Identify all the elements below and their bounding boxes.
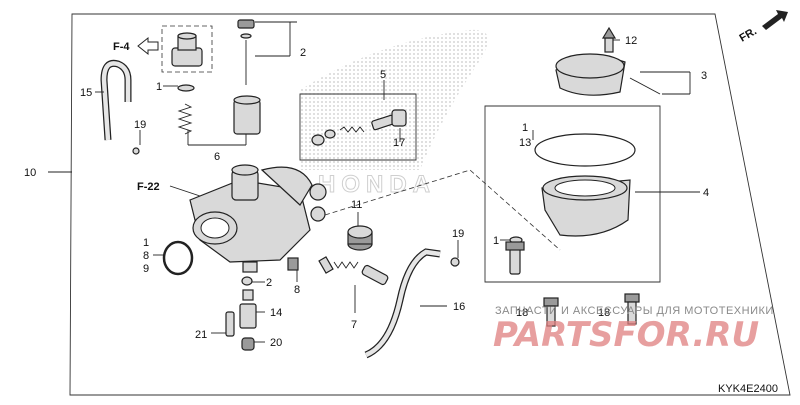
- clip-19a: [132, 147, 140, 155]
- air-screw-7: [318, 256, 389, 286]
- callout-1-float: 1: [493, 235, 499, 247]
- svg-text:HONDA: HONDA: [318, 171, 436, 198]
- callout-10: 10: [24, 167, 36, 179]
- callout-14: 14: [270, 307, 282, 319]
- callout-16: 16: [453, 301, 465, 313]
- watermark: ЗАПЧАСТИ И АКСЕССУАРЫ ДЛЯ МОТОТЕХНИКИ PA…: [493, 305, 774, 355]
- callout-2-top: 2: [300, 47, 306, 59]
- callout-21: 21: [195, 329, 207, 341]
- float-gasket-13: [534, 133, 636, 167]
- leader-lines: [48, 21, 700, 343]
- screw-12: [601, 26, 617, 53]
- callout-18-left: 18: [516, 307, 528, 319]
- callout-4: 4: [703, 187, 709, 199]
- clip-19b: [450, 257, 460, 267]
- callout-8: 8: [294, 284, 300, 296]
- callout-6: 6: [214, 151, 220, 163]
- callout-20: 20: [270, 337, 282, 349]
- float-screw: [505, 241, 525, 275]
- callout-5: 5: [380, 69, 386, 81]
- callout-15: 15: [80, 87, 92, 99]
- callout-9-ring: 9: [143, 263, 149, 275]
- cap-11: [347, 225, 373, 251]
- top-cap: [171, 32, 203, 67]
- cover-3: [555, 53, 661, 96]
- f22-label: F-22: [137, 181, 160, 193]
- assembly-outline: [69, 13, 791, 396]
- float-chamber: [541, 175, 631, 237]
- clip-8: [287, 257, 299, 271]
- callout-17: 17: [393, 137, 405, 149]
- gasket-ring: [162, 240, 194, 276]
- fr-label: FR.: [738, 25, 759, 44]
- callout-19-right: 19: [452, 228, 464, 240]
- throttle-valve: [233, 95, 261, 135]
- callout-labels: 2 3 4 5 6 7 8 10 11 12 14 15 16 17 18 18…: [24, 35, 709, 349]
- float-chamber-box: [484, 105, 661, 283]
- o-ring-small: [177, 84, 195, 92]
- carburetor-body: [189, 164, 327, 273]
- callout-8-ring: 8: [143, 250, 149, 262]
- callout-2-bottom: 2: [266, 277, 272, 289]
- pilot-screw-set: [299, 93, 417, 161]
- drain-hose-16: [364, 248, 441, 359]
- watermark-text: ЗАПЧАСТИ И АКСЕССУАРЫ ДЛЯ МОТОТЕХНИКИ: [495, 305, 774, 317]
- callout-19-left: 19: [134, 119, 146, 131]
- callout-3: 3: [701, 70, 707, 82]
- callout-11: 11: [351, 199, 362, 211]
- honda-wing-logo: HONDA: [300, 29, 488, 199]
- watermark-brand: PARTSFOR.RU: [493, 315, 759, 355]
- f4-label: F-4: [113, 41, 130, 53]
- callout-7: 7: [351, 319, 357, 331]
- callout-18-right: 18: [598, 307, 610, 319]
- callout-1-ring: 1: [143, 237, 149, 249]
- cap-dashed-box: [161, 25, 213, 73]
- needle-clip: [237, 19, 255, 85]
- fr-direction-arrow: FR.: [738, 10, 788, 45]
- leader-to-float: [324, 169, 561, 251]
- needle-spring: [177, 103, 193, 135]
- callout-1-gasket: 1: [522, 122, 528, 134]
- callout-1-top: 1: [156, 81, 162, 93]
- drain-parts: [225, 276, 257, 351]
- diagram-code: KYK4E2400: [718, 383, 778, 395]
- callout-13-gasket: 13: [519, 137, 531, 149]
- bolts-18: [543, 293, 640, 327]
- f4-reference: F-4: [113, 36, 159, 56]
- callout-12: 12: [625, 35, 637, 47]
